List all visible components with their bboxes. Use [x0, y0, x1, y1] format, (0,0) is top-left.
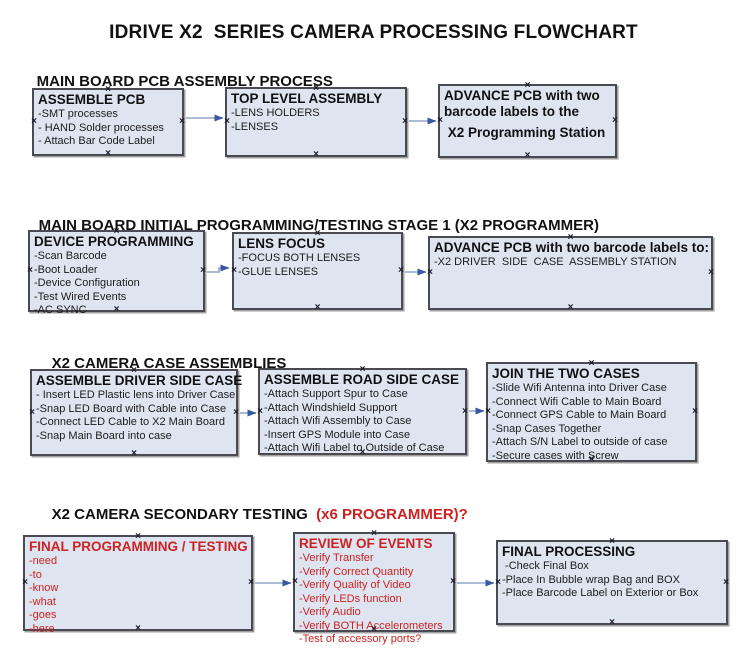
box-item: -Verify Correct Quantity	[299, 565, 414, 578]
box-item: -Device Configuration	[34, 277, 140, 289]
box-item: -Attach Wifi Assembly to Case	[264, 415, 412, 427]
section-heading-initial-programming: MAIN BOARD INITIAL PROGRAMMING/TESTING S…	[22, 200, 599, 251]
box-items: - Insert LED Plastic lens into Driver Ca…	[36, 389, 236, 443]
box-items: -Verify Transfer-Verify Correct Quantity…	[299, 552, 453, 647]
box-item: -FOCUS BOTH LENSES	[238, 252, 361, 264]
box-item: -Connect GPS Cable to Main Board	[492, 409, 667, 421]
box-assemble-pcb: ASSEMBLE PCB -SMT processes- HAND Solder…	[31, 84, 185, 159]
box-title: FINAL PROGRAMMING / TESTING	[29, 539, 248, 554]
box-item: -Check Final Box	[502, 560, 589, 572]
box-item: -Snap Cases Together	[492, 422, 602, 435]
box-item: -Verify Audio	[299, 606, 361, 618]
box-items: -X2 DRIVER SIDE CASE ASSEMBLY STATION	[434, 256, 711, 270]
box-join-the-two-cases: JOIN THE TWO CASES -Slide Wifi Antenna i…	[485, 358, 698, 465]
box-item: -to	[29, 568, 42, 581]
box-item: - Insert LED Plastic lens into Driver Ca…	[36, 389, 236, 401]
box-title: ASSEMBLE ROAD SIDE CASE	[264, 372, 460, 387]
box-final-programming-testing: FINAL PROGRAMMING / TESTING -need-to-kno…	[22, 531, 254, 635]
box-item: -Test of accessory ports?	[299, 633, 422, 645]
box-item: -Attach Wifi Label to Outside of Case	[264, 442, 445, 454]
box-item: -X2 DRIVER SIDE CASE ASSEMBLY STATION	[434, 256, 677, 268]
box-item: -Insert GPS Module into Case	[264, 428, 411, 441]
box-item: -Verify BOTH Accelerometers	[299, 619, 443, 632]
section-heading-text: MAIN BOARD INITIAL PROGRAMMING/TESTING S…	[38, 217, 599, 234]
box-title: FINAL PROCESSING	[502, 544, 636, 559]
box-review-of-events: REVIEW OF EVENTS -Verify Transfer-Verify…	[292, 528, 456, 646]
box-items: -Slide Wifi Antenna into Driver Case-Con…	[492, 382, 695, 463]
box-final-processing: FINAL PROCESSING -Check Final Box-Place …	[495, 536, 729, 628]
box-item: -LENSES	[231, 120, 279, 133]
box-items: -LENS HOLDERS-LENSES	[231, 107, 405, 134]
box-item: -Slide Wifi Antenna into Driver Case	[492, 382, 667, 394]
box-assemble-road-side-case: ASSEMBLE ROAD SIDE CASE -Attach Support …	[257, 364, 468, 458]
section-heading-text: X2 CAMERA CASE ASSEMBLIES	[51, 355, 287, 372]
box-top-level-assembly: TOP LEVEL ASSEMBLY -LENS HOLDERS-LENSES …	[224, 83, 408, 160]
box-title: ADVANCE PCB with two	[444, 88, 600, 103]
box-item: -AC SYNC	[34, 304, 87, 316]
box-item: -Connect Wifi Cable to Main Board	[492, 395, 662, 408]
box-items: -SMT processes- HAND Solder processes- A…	[38, 108, 182, 149]
section-heading-red-text: (x6 PROGRAMMER)?	[316, 506, 468, 523]
box-items: -Check Final Box-Place In Bubble wrap Ba…	[502, 560, 726, 601]
box-title: REVIEW OF EVENTS	[299, 536, 433, 551]
box-item: -Secure cases with Screw	[492, 449, 619, 462]
box-assemble-driver-side-case: ASSEMBLE DRIVER SIDE CASE - Insert LED P…	[29, 365, 243, 459]
box-item: barcode labels to the	[444, 104, 580, 119]
box-items: barcode labels to the X2 Programming Sta…	[444, 104, 615, 141]
box-items: -FOCUS BOTH LENSES-GLUE LENSES	[238, 252, 401, 279]
section-heading-case-assemblies: X2 CAMERA CASE ASSEMBLIES	[35, 338, 287, 389]
box-items: -Attach Support Spur to Case-Attach Wind…	[264, 388, 465, 456]
box-title: ASSEMBLE DRIVER SIDE CASE	[36, 373, 243, 388]
section-heading-text: X2 CAMERA SECONDARY TESTING	[51, 506, 317, 523]
section-heading-secondary-testing: X2 CAMERA SECONDARY TESTING (x6 PROGRAMM…	[35, 489, 468, 540]
box-item: -Verify Quality of Video	[299, 579, 411, 591]
box-item: -what	[29, 595, 56, 608]
box-item: -Attach Windshield Support	[264, 401, 398, 414]
section-heading-text: MAIN BOARD PCB ASSEMBLY PROCESS	[36, 73, 333, 90]
box-title: DEVICE PROGRAMMING	[34, 234, 194, 249]
box-item: -Scan Barcode	[34, 250, 107, 262]
box-title: ASSEMBLE PCB	[38, 92, 146, 107]
box-item: -Place Barcode Label on Exterior or Box	[502, 587, 699, 599]
box-title: ADVANCE PCB with two barcode labels to:	[434, 240, 710, 255]
box-item: -here	[29, 622, 55, 635]
box-lens-focus: LENS FOCUS -FOCUS BOTH LENSES-GLUE LENSE…	[231, 228, 404, 313]
box-item: -Attach Support Spur to Case	[264, 388, 408, 400]
box-item: -Connect LED Cable to X2 Main Board	[36, 416, 225, 428]
box-item: -Boot Loader	[34, 263, 98, 276]
box-item: -Attach S/N Label to outside of case	[492, 436, 668, 448]
box-title: LENS FOCUS	[238, 236, 326, 251]
box-item: -Verify LEDs function	[299, 592, 402, 605]
box-item: -SMT processes	[38, 108, 118, 120]
box-item: -LENS HOLDERS	[231, 107, 320, 119]
box-item: -goes	[29, 609, 57, 621]
box-item: -know	[29, 582, 59, 594]
box-device-programming: DEVICE PROGRAMMING -Scan Barcode-Boot Lo…	[27, 226, 206, 317]
box-item: -GLUE LENSES	[238, 265, 319, 278]
box-title: JOIN THE TWO CASES	[492, 366, 640, 381]
box-item: -Test Wired Events	[34, 290, 127, 303]
box-item: -Place In Bubble wrap Bag and BOX	[502, 573, 680, 586]
box-items: -Scan Barcode-Boot Loader-Device Configu…	[34, 250, 203, 318]
box-item: -Snap Main Board into case	[36, 429, 172, 442]
section-heading-pcb-assembly: MAIN BOARD PCB ASSEMBLY PROCESS	[20, 56, 333, 107]
box-items: -need-to-know-what-goes-here	[29, 555, 251, 636]
box-item: -Verify Transfer	[299, 552, 374, 564]
box-item: - Attach Bar Code Label	[38, 135, 155, 147]
box-advance-pcb-driver-side-station: ADVANCE PCB with two barcode labels to: …	[427, 232, 714, 313]
box-item: -need	[29, 555, 58, 567]
connector-arrow	[207, 264, 230, 273]
box-item: - HAND Solder processes	[38, 121, 164, 134]
box-advance-pcb-programming-station: ADVANCE PCB with two barcode labels to t…	[437, 80, 618, 161]
box-item: X2 Programming Station	[444, 125, 606, 140]
page-title: IDRIVE X2 SERIES CAMERA PROCESSING FLOWC…	[109, 22, 638, 43]
box-title: TOP LEVEL ASSEMBLY	[231, 91, 383, 106]
box-item: -Snap LED Board with Cable into Case	[36, 402, 227, 415]
